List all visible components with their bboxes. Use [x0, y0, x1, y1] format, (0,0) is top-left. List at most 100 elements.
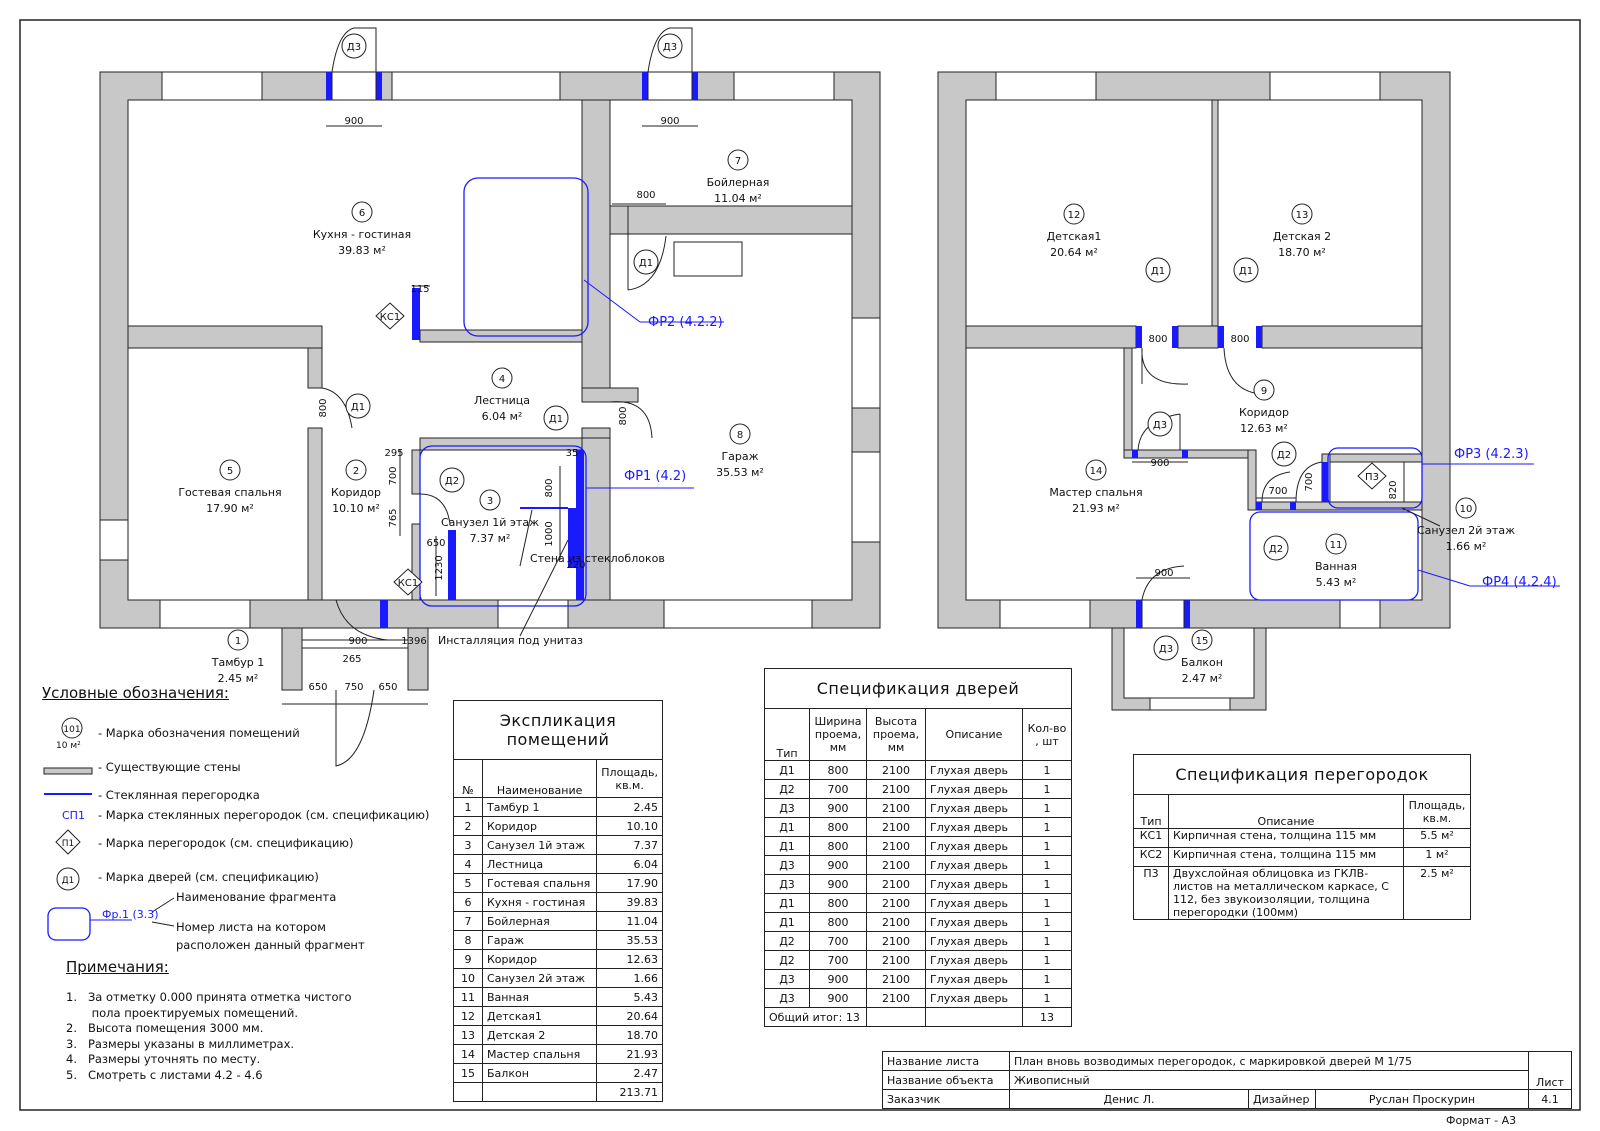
room-area: 21.93 м²: [1072, 502, 1120, 515]
wall: [1261, 325, 1423, 349]
partition-p3: [1403, 461, 1423, 503]
table-cell: 12.63: [596, 949, 663, 969]
sheet-frame: [19, 19, 1581, 1111]
legend-frag-sheet: Номер листа на котором: [176, 920, 326, 934]
table-cell: Коридор: [481, 949, 598, 969]
table-cell: Д3: [764, 798, 810, 818]
dimension-text: 700: [388, 466, 399, 485]
table-cell: 2100: [866, 855, 926, 875]
room-mark: [1455, 497, 1477, 519]
note-line: 4. Размеры уточнять по месту.: [66, 1052, 261, 1066]
room-mark: [1253, 379, 1275, 401]
table-cell: Д3: [764, 855, 810, 875]
wall: [1329, 453, 1423, 463]
table-cell: Лестница: [481, 854, 598, 874]
table-cell: Д3: [764, 988, 810, 1008]
room-number: 2: [353, 466, 359, 477]
dimension-text: 295: [384, 448, 403, 459]
room-name: Мастер спальня: [1049, 486, 1142, 499]
table-cell: 900: [809, 988, 867, 1008]
door-mark: [1263, 535, 1289, 561]
wall: [419, 437, 583, 451]
partition: [576, 450, 584, 600]
table-cell: Глухая дверь: [925, 950, 1023, 970]
format-label: Формат - А3: [1446, 1114, 1517, 1127]
tb-object-label: Название объекта: [882, 1070, 1010, 1090]
dimension-text: 900: [348, 636, 367, 647]
windows: [99, 71, 881, 629]
room-name: Ванная: [1315, 560, 1357, 573]
room-name: Лестница: [474, 394, 530, 407]
table-cell: Двухслойная облицовка из ГКЛВ-листов на …: [1168, 866, 1404, 920]
table-cell: Д1: [764, 893, 810, 913]
table-cell: Д2: [764, 931, 810, 951]
door-mark-label: Д1: [549, 414, 563, 425]
table-cell: 13: [453, 1025, 483, 1045]
room-number: 12: [1068, 210, 1081, 221]
note-line: 3. Размеры указаны в миллиметрах.: [66, 1036, 295, 1051]
dimension-text: 650: [308, 682, 327, 693]
door-swing: [609, 401, 653, 439]
table-cell: 18.70: [596, 1025, 663, 1045]
note-line: 5. Смотреть с листами 4.2 - 4.6: [66, 1067, 263, 1082]
room-number: 7: [735, 156, 741, 167]
table-cell: 1: [1022, 779, 1072, 799]
second-floor-outer-walls: [937, 71, 1451, 629]
table-cell: КС1: [1133, 828, 1169, 848]
table-cell: Гараж: [481, 930, 598, 950]
glass-wall-label: Стена из стеклоблоков: [530, 552, 665, 565]
door-mark: [1357, 462, 1387, 490]
table-cell: Д1: [764, 836, 810, 856]
table-cell: 11: [453, 987, 483, 1007]
table-cell: 39.83: [596, 892, 663, 912]
door-jamb: [376, 72, 382, 100]
tb-sheet-name: План вновь возводимых перегородок, с мар…: [1009, 1051, 1529, 1071]
door-swing: [627, 206, 667, 291]
room-name: Бойлерная: [707, 176, 770, 189]
partition: [568, 508, 576, 568]
fragment-label-fr3: ФР3 (4.2.3): [1454, 447, 1529, 462]
table-cell: 20.64: [596, 1006, 663, 1026]
dimension-text: 115: [410, 284, 429, 295]
table-cell: 3: [453, 835, 483, 855]
table-cell: 7.37: [596, 835, 663, 855]
door-jamb: [642, 72, 648, 100]
table-cell: Тамбур 1: [481, 797, 598, 817]
legend-mark-num: 101: [63, 725, 80, 735]
table-cell: Д2: [764, 950, 810, 970]
table-cell: Глухая дверь: [925, 874, 1023, 894]
fragment-box-fr1: [419, 445, 587, 607]
room-name: Кухня - гостиная: [313, 228, 411, 241]
table-cell: Д3: [764, 874, 810, 894]
explication-table: Экспликация помещений № Наименование Пло…: [453, 700, 663, 1102]
table-cell: 15: [453, 1063, 483, 1083]
room-mark: [727, 149, 749, 171]
room-mark: [1085, 459, 1107, 481]
legend-mark-area: 10 м²: [56, 741, 81, 751]
partition: [448, 530, 456, 600]
dimension-text: 700: [1304, 472, 1315, 491]
table-cell: 2100: [866, 760, 926, 780]
table-cell: 2: [453, 816, 483, 836]
table-cell: Д1: [764, 760, 810, 780]
table-cell: 800: [809, 760, 867, 780]
table-cell: Д1: [764, 817, 810, 837]
wall: [581, 387, 639, 403]
door-mark: [1271, 441, 1297, 467]
wall: [1123, 347, 1133, 451]
legend-title: Условные обозначения:: [42, 684, 229, 702]
door-spec-table: Спецификация дверей Тип Ширина проема, м…: [764, 668, 1072, 1027]
tb-sheet: 4.1: [1528, 1089, 1572, 1109]
table-cell: Глухая дверь: [925, 779, 1023, 799]
